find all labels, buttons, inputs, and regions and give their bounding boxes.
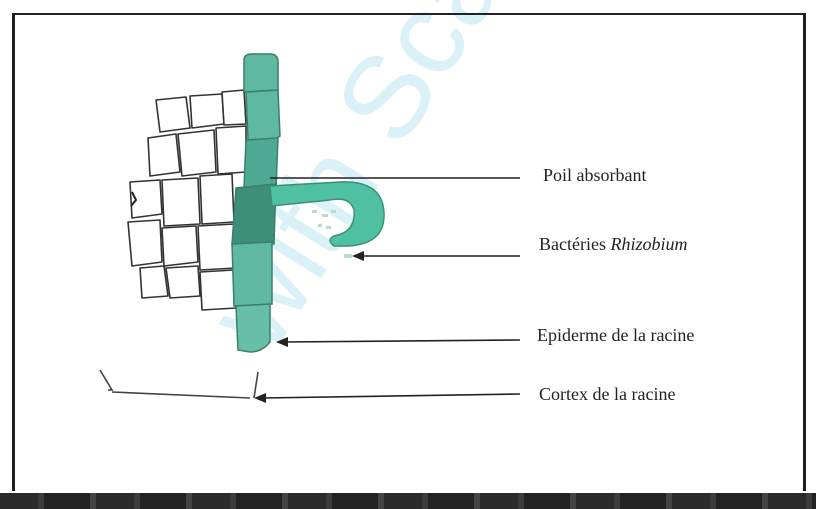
arrowhead-epiderme bbox=[276, 337, 288, 347]
cortex-cell bbox=[198, 224, 236, 270]
cortex-cell bbox=[178, 130, 216, 176]
leader-lines bbox=[262, 178, 520, 398]
label-bacteries: Bactéries Rhizobium bbox=[539, 235, 687, 253]
cortex-cell bbox=[200, 270, 236, 310]
root-hair bbox=[270, 182, 384, 246]
cortex-cell bbox=[128, 220, 162, 266]
epidermis-cell bbox=[244, 138, 278, 188]
cortex-bracket bbox=[100, 370, 258, 398]
epidermis-cell bbox=[236, 304, 270, 352]
arrowhead-cortex bbox=[254, 393, 266, 403]
epidermis-cell bbox=[232, 184, 276, 244]
epidermis-cell bbox=[244, 54, 278, 92]
cortex-cell bbox=[200, 174, 234, 224]
epidermis-cell bbox=[232, 242, 272, 306]
label-cortex: Cortex de la racine bbox=[539, 385, 675, 403]
cortex-cell bbox=[166, 266, 200, 298]
cortex-cell bbox=[162, 178, 200, 226]
label-bacteries-prefix: Bactéries bbox=[539, 234, 610, 254]
cortex-cells bbox=[128, 90, 246, 310]
cortex-cell bbox=[222, 90, 246, 125]
leader-epiderme bbox=[282, 340, 520, 342]
cortex-cell bbox=[216, 126, 246, 174]
cortex-cell bbox=[156, 97, 190, 132]
cortex-cell bbox=[148, 134, 180, 176]
cortex-cell bbox=[162, 226, 198, 266]
epidermis-cell bbox=[246, 90, 280, 142]
label-epiderme: Epiderme de la racine bbox=[537, 326, 694, 344]
cortex-cell bbox=[190, 94, 224, 128]
cortex-cell bbox=[140, 266, 168, 298]
label-rhizobium: Rhizobium bbox=[610, 234, 687, 254]
arrowhead-bacteries bbox=[352, 251, 364, 261]
leader-cortex bbox=[262, 394, 520, 398]
label-poil-absorbant: Poil absorbant bbox=[543, 166, 647, 184]
